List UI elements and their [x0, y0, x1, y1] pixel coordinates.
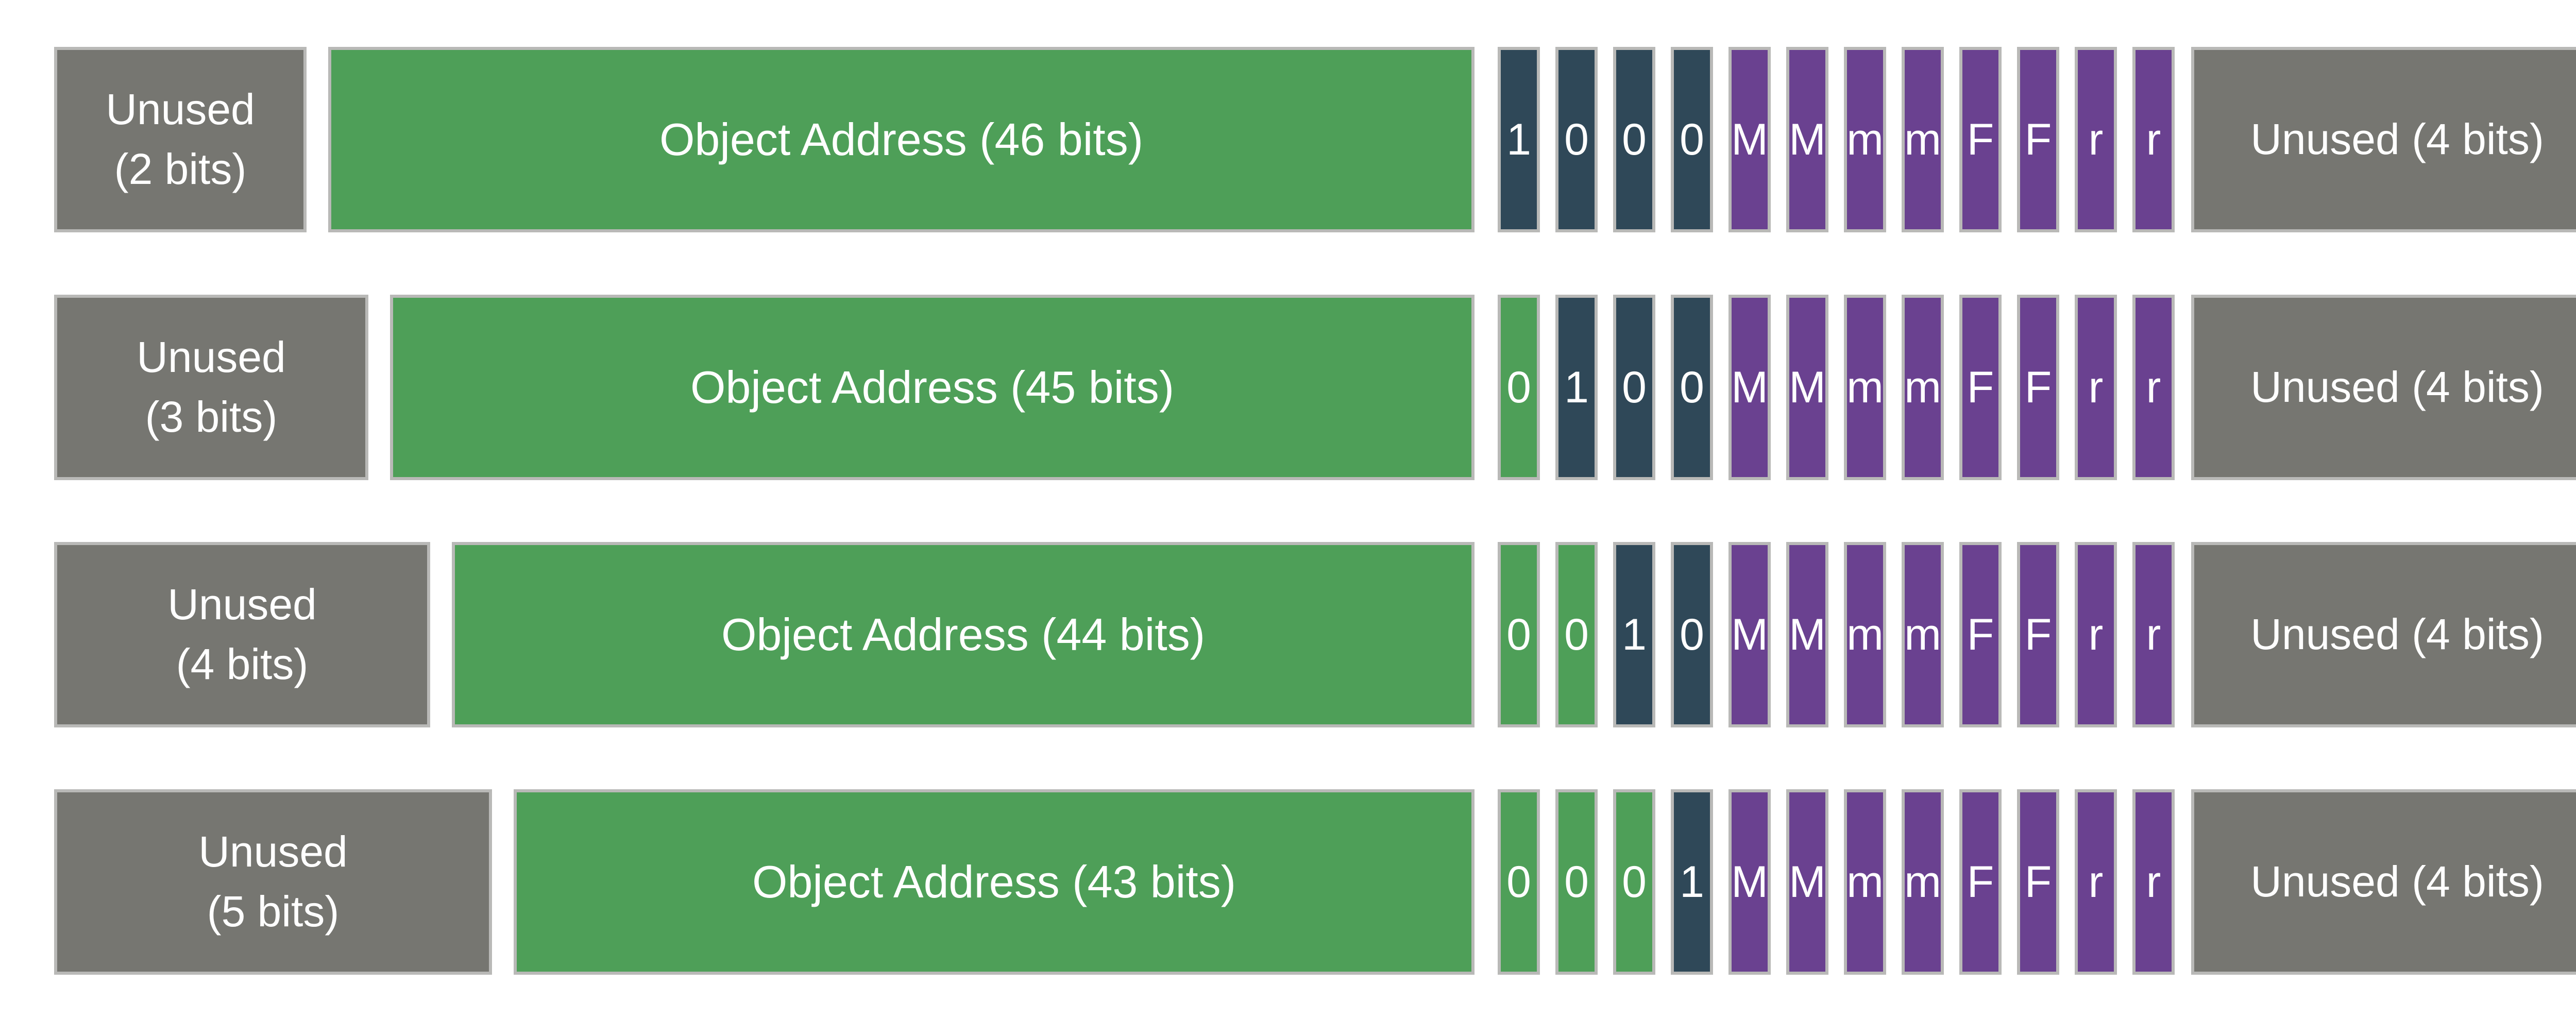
metadata-bit: F	[2017, 47, 2059, 232]
metadata-bit: F	[2017, 295, 2059, 480]
object-address-label: Object Address (44 bits)	[721, 609, 1206, 660]
unused-trail-segment: Unused (4 bits)	[2191, 789, 2576, 975]
color-bit: 0	[1671, 295, 1713, 480]
metadata-bit: M	[1728, 542, 1771, 727]
metadata-bit: r	[2075, 47, 2117, 232]
unused-trail-segment: Unused (4 bits)	[2191, 542, 2576, 727]
unused-lead-line2: (3 bits)	[145, 393, 278, 441]
color-bit: 0	[1671, 542, 1713, 727]
unused-lead-segment: Unused (2 bits)	[54, 47, 307, 232]
unused-lead-line1: Unused	[106, 85, 255, 134]
color-bit: 1	[1671, 789, 1713, 975]
object-address-label: Object Address (46 bits)	[659, 114, 1144, 165]
metadata-bit: m	[1844, 542, 1886, 727]
object-address-segment: Object Address (43 bits)	[514, 789, 1475, 975]
unused-trail-label: Unused (4 bits)	[2250, 610, 2544, 659]
metadata-bit: m	[1902, 542, 1944, 727]
metadata-bit: m	[1844, 789, 1886, 975]
metadata-bit: m	[1902, 47, 1944, 232]
metadata-bit: M	[1786, 47, 1828, 232]
object-address-label: Object Address (45 bits)	[690, 362, 1175, 413]
unused-lead-line1: Unused	[137, 333, 286, 382]
unused-lead-label: Unused (4 bits)	[167, 575, 317, 694]
unused-lead-line1: Unused	[198, 827, 348, 876]
unused-lead-label: Unused (2 bits)	[106, 80, 255, 199]
metadata-bit: M	[1728, 47, 1771, 232]
unused-lead-label: Unused (3 bits)	[137, 328, 286, 447]
metadata-bit: r	[2132, 542, 2175, 727]
metadata-bit: M	[1786, 295, 1828, 480]
metadata-bit: F	[1959, 295, 2002, 480]
unused-lead-segment: Unused (3 bits)	[54, 295, 368, 480]
unused-trail-segment: Unused (4 bits)	[2191, 47, 2576, 232]
unused-lead-label: Unused (5 bits)	[198, 822, 348, 942]
color-bit: 0	[1613, 789, 1655, 975]
color-bit: 0	[1671, 47, 1713, 232]
unused-lead-line2: (4 bits)	[176, 640, 309, 688]
color-bit: 0	[1498, 789, 1540, 975]
metadata-bit: r	[2132, 47, 2175, 232]
unused-lead-line2: (5 bits)	[207, 887, 340, 936]
unused-lead-segment: Unused (5 bits)	[54, 789, 492, 975]
object-address-label: Object Address (43 bits)	[752, 856, 1236, 907]
object-address-segment: Object Address (45 bits)	[390, 295, 1475, 480]
unused-lead-line2: (2 bits)	[114, 145, 247, 193]
metadata-bit: m	[1844, 295, 1886, 480]
unused-trail-label: Unused (4 bits)	[2250, 115, 2544, 164]
unused-lead-line1: Unused	[167, 580, 317, 629]
color-bit: 0	[1613, 295, 1655, 480]
color-bit: 0	[1555, 789, 1598, 975]
metadata-bit: F	[2017, 542, 2059, 727]
color-bit: 1	[1498, 47, 1540, 232]
color-bit: 0	[1555, 47, 1598, 232]
color-bit: 1	[1613, 542, 1655, 727]
color-bit: 1	[1555, 295, 1598, 480]
metadata-bit: m	[1902, 789, 1944, 975]
metadata-bit: r	[2075, 295, 2117, 480]
unused-trail-segment: Unused (4 bits)	[2191, 295, 2576, 480]
metadata-bit: M	[1728, 295, 1771, 480]
metadata-bit: r	[2132, 789, 2175, 975]
metadata-bit: r	[2075, 789, 2117, 975]
metadata-bit: F	[1959, 542, 2002, 727]
object-address-segment: Object Address (44 bits)	[452, 542, 1475, 727]
color-bit: 0	[1555, 542, 1598, 727]
color-bit: 0	[1613, 47, 1655, 232]
metadata-bit: M	[1786, 542, 1828, 727]
color-bit: 0	[1498, 295, 1540, 480]
metadata-bit: F	[2017, 789, 2059, 975]
unused-trail-label: Unused (4 bits)	[2250, 857, 2544, 906]
metadata-bit: r	[2075, 542, 2117, 727]
metadata-bit: F	[1959, 47, 2002, 232]
metadata-bit: M	[1786, 789, 1828, 975]
color-bit: 0	[1498, 542, 1540, 727]
metadata-bit: M	[1728, 789, 1771, 975]
metadata-bit: F	[1959, 789, 2002, 975]
unused-lead-segment: Unused (4 bits)	[54, 542, 430, 727]
unused-trail-label: Unused (4 bits)	[2250, 363, 2544, 412]
metadata-bit: r	[2132, 295, 2175, 480]
metadata-bit: m	[1844, 47, 1886, 232]
metadata-bit: m	[1902, 295, 1944, 480]
object-address-segment: Object Address (46 bits)	[328, 47, 1475, 232]
